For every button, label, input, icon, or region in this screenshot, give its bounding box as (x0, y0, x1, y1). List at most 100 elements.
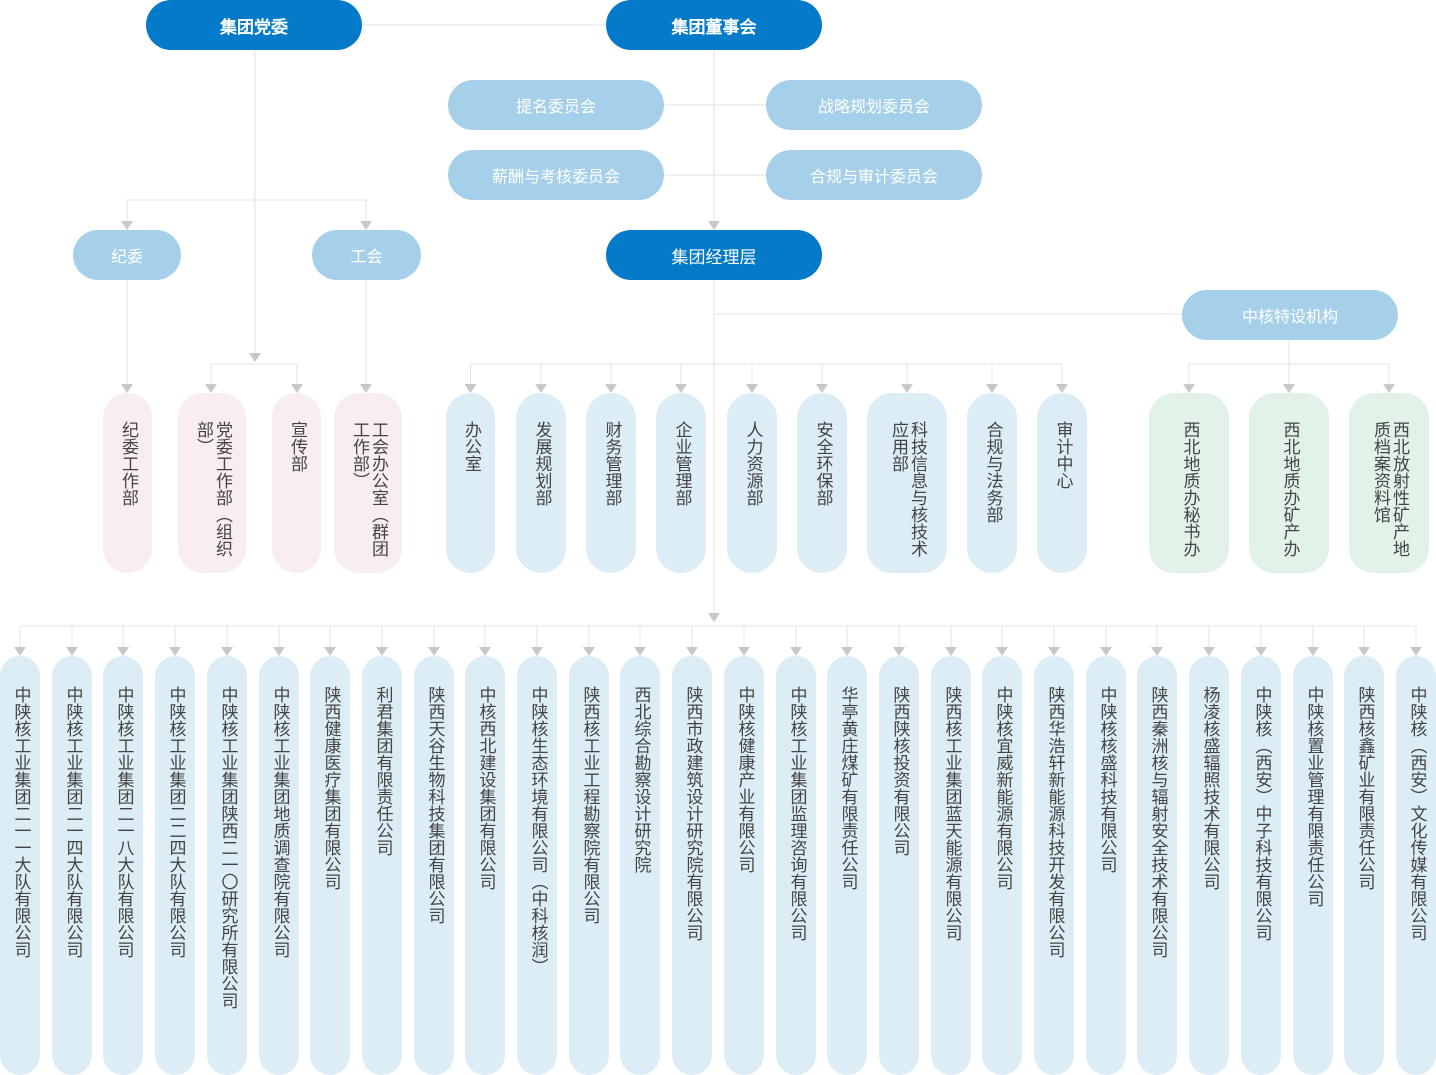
special-dept-card[interactable]: 西北地质办矿产办 (1249, 393, 1329, 573)
management-dept-card[interactable]: 办公室 (446, 393, 495, 573)
subsidiary-card[interactable]: 中陕核生态环境有限公司（中科核润） (517, 656, 557, 1075)
subsidiary-card[interactable]: 华亭黄庄煤矿有限责任公司 (827, 656, 867, 1075)
subsidiary-card-label: 中陕核（西安）文化传媒有限公司 (1406, 686, 1427, 941)
subsidiary-card[interactable]: 中陕核宜威新能源有限公司 (982, 656, 1022, 1075)
special-dept-card[interactable]: 西北地质办秘书办 (1149, 393, 1229, 573)
subsidiary-card[interactable]: 中陕核健康产业有限公司 (724, 656, 764, 1075)
management-dept-card[interactable]: 科技信息与核技术应用部 (867, 393, 947, 573)
subsidiary-card-label: 陕西市政建筑设计研究院有限公司 (682, 686, 703, 941)
subsidiary-card-label: 中陕核（西安）中子科技有限公司 (1251, 686, 1272, 941)
arrow-icon (675, 384, 687, 393)
arrow-icon (986, 384, 998, 393)
management-dept-card-label: 审计中心 (1052, 421, 1073, 489)
subsidiary-card[interactable]: 中陕核（西安）中子科技有限公司 (1241, 656, 1281, 1075)
arrow-icon (464, 384, 477, 393)
management-node[interactable]: 集团经理层 (606, 230, 822, 280)
nomination-committee-node[interactable]: 提名委员会 (448, 80, 664, 130)
special-dept-card-label: 西北地质办矿产办 (1279, 421, 1300, 557)
arrow-icon (360, 221, 372, 230)
board-node[interactable]: 集团董事会 (606, 0, 822, 50)
management-dept-card-label: 人力资源部 (742, 421, 763, 506)
arrow-icon (531, 647, 543, 656)
party-dept-card[interactable]: 纪委工作部 (103, 393, 152, 573)
arrow-icon (14, 647, 26, 656)
subsidiary-card-label: 中陕核宜威新能源有限公司 (992, 686, 1013, 890)
union-node[interactable]: 工会 (312, 230, 421, 280)
subsidiary-card[interactable]: 陕西华浩轩新能源科技开发有限公司 (1034, 656, 1074, 1075)
arrow-icon (1183, 384, 1195, 393)
subsidiary-card[interactable]: 陕西秦洲核与辐射安全技术有限公司 (1137, 656, 1177, 1075)
arrow-icon (249, 353, 261, 362)
arrow-icon (1307, 647, 1319, 656)
special-org-node[interactable]: 中核特设机构 (1182, 290, 1398, 340)
subsidiary-card[interactable]: 中陕核工业集团二一四大队有限公司 (52, 656, 92, 1075)
subsidiary-card-label: 利君集团有限责任公司 (372, 686, 393, 856)
subsidiary-card[interactable]: 中陕核（西安）文化传媒有限公司 (1396, 656, 1436, 1075)
arrow-icon (893, 647, 905, 656)
arrow-icon (479, 647, 491, 656)
subsidiary-card-label: 中陕核工业集团监理咨询有限公司 (786, 686, 807, 941)
subsidiary-card[interactable]: 中陕核工业集团二一八大队有限公司 (103, 656, 143, 1075)
arrow-icon (1151, 647, 1163, 656)
subsidiary-card-label: 陕西华浩轩新能源科技开发有限公司 (1044, 686, 1065, 958)
party-dept-card[interactable]: 工会办公室（群团工作部） (334, 393, 402, 573)
arrow-icon (169, 647, 181, 656)
arrow-icon (686, 647, 698, 656)
subsidiary-card[interactable]: 陕西市政建筑设计研究院有限公司 (672, 656, 712, 1075)
arrow-icon (1056, 384, 1068, 393)
subsidiary-card-label: 陕西核鑫矿业有限责任公司 (1354, 686, 1375, 890)
management-dept-card-label: 安全环保部 (812, 421, 833, 506)
subsidiary-card-label: 杨凌核盛辐照技术有限公司 (1199, 686, 1220, 890)
subsidiary-card[interactable]: 陕西天谷生物科技集团有限公司 (414, 656, 454, 1075)
management-dept-card-label: 发展规划部 (531, 421, 552, 506)
subsidiary-card-label: 陕西核工业工程勘察院有限公司 (579, 686, 600, 924)
compliance-audit-committee-node[interactable]: 合规与审计委员会 (766, 150, 982, 200)
arrow-icon (221, 647, 233, 656)
discipline-committee-node[interactable]: 纪委 (73, 230, 181, 280)
subsidiary-card[interactable]: 中陕核置业管理有限责任公司 (1293, 656, 1333, 1075)
management-dept-card-label: 合规与法务部 (982, 421, 1003, 523)
arrow-icon (360, 384, 372, 393)
arrow-icon (291, 384, 303, 393)
subsidiary-card-label: 中陕核工业集团地质调查院有限公司 (269, 686, 290, 958)
subsidiary-card-label: 中陕核置业管理有限责任公司 (1303, 686, 1324, 907)
management-dept-card[interactable]: 发展规划部 (516, 393, 566, 573)
arrow-icon (428, 647, 440, 656)
subsidiary-card[interactable]: 陕西核鑫矿业有限责任公司 (1344, 656, 1384, 1075)
subsidiary-card-label: 陕西陕核投资有限公司 (889, 686, 910, 856)
management-dept-card[interactable]: 合规与法务部 (967, 393, 1017, 573)
subsidiary-card[interactable]: 陕西健康医疗集团有限公司 (310, 656, 350, 1075)
party-dept-card[interactable]: 党委工作部（组织部） (178, 393, 246, 573)
strategy-committee-node[interactable]: 战略规划委员会 (766, 80, 982, 130)
subsidiary-card[interactable]: 中陕核工业集团监理咨询有限公司 (776, 656, 816, 1075)
arrow-icon (708, 613, 720, 622)
arrow-icon (583, 647, 595, 656)
management-dept-card[interactable]: 企业管理部 (656, 393, 706, 573)
subsidiary-card[interactable]: 中陕核工业集团陕西二一〇研究所有限公司 (207, 656, 247, 1075)
management-dept-card[interactable]: 审计中心 (1037, 393, 1087, 573)
subsidiary-card[interactable]: 中陕核工业集团二二四大队有限公司 (155, 656, 195, 1075)
party-committee-node[interactable]: 集团党委 (146, 0, 362, 50)
management-dept-card[interactable]: 财务管理部 (586, 393, 636, 573)
party-dept-card[interactable]: 宣传部 (272, 393, 321, 573)
special-dept-card-label: 西北地质办秘书办 (1179, 421, 1200, 557)
management-dept-card[interactable]: 人力资源部 (727, 393, 777, 573)
subsidiary-card[interactable]: 陕西核工业集团蓝天能源有限公司 (931, 656, 971, 1075)
arrow-icon (376, 647, 388, 656)
arrow-icon (535, 384, 547, 393)
subsidiary-card[interactable]: 利君集团有限责任公司 (362, 656, 402, 1075)
subsidiary-card[interactable]: 中核西北建设集团有限公司 (465, 656, 505, 1075)
subsidiary-card[interactable]: 中陕核核盛科技有限公司 (1086, 656, 1126, 1075)
special-dept-card[interactable]: 西北放射性矿产地质档案资料馆 (1349, 393, 1429, 573)
subsidiary-card[interactable]: 中陕核工业集团地质调查院有限公司 (259, 656, 299, 1075)
arrow-icon (945, 647, 957, 656)
subsidiary-card[interactable]: 西北综合勘察设计研究院 (620, 656, 660, 1075)
subsidiary-card[interactable]: 陕西核工业工程勘察院有限公司 (569, 656, 609, 1075)
compensation-committee-node[interactable]: 薪酬与考核委员会 (448, 150, 664, 200)
subsidiary-card[interactable]: 中陕核工业集团二一一大队有限公司 (0, 656, 40, 1075)
subsidiary-card[interactable]: 陕西陕核投资有限公司 (879, 656, 919, 1075)
subsidiary-card[interactable]: 杨凌核盛辐照技术有限公司 (1189, 656, 1229, 1075)
management-dept-card[interactable]: 安全环保部 (797, 393, 847, 573)
subsidiary-card-label: 陕西天谷生物科技集团有限公司 (424, 686, 445, 924)
arrow-icon (901, 384, 913, 393)
